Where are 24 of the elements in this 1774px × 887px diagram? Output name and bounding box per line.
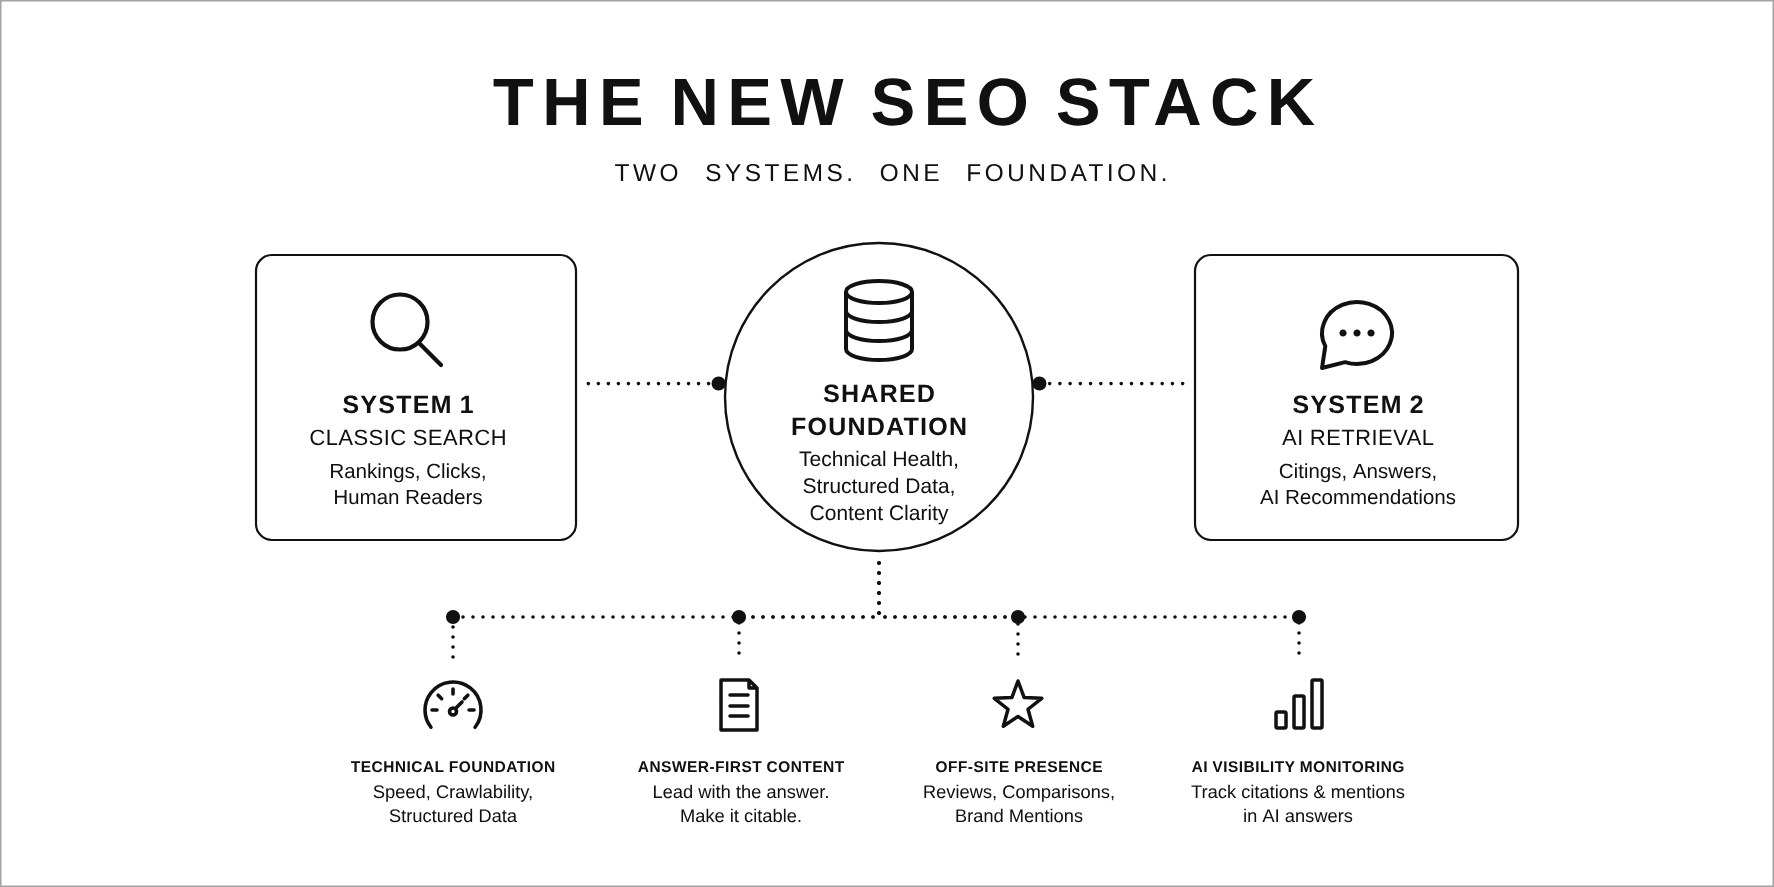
feature-text: Track citations & mentions in AI answers xyxy=(1191,784,1405,823)
title: THE NEW SEO STACK xyxy=(493,78,1315,126)
circle-text: Technical Health, Structured Data, Content Clarity xyxy=(799,450,958,525)
feature-heading: OFF-SITE PRESENCE xyxy=(936,761,1102,773)
system-card xyxy=(1193,253,1520,542)
card-subheading: AI RETRIEVAL xyxy=(1282,429,1434,445)
card-heading: SYSTEM 2 xyxy=(1293,395,1423,414)
connector-line xyxy=(877,561,1301,656)
card-text: Rankings, Clicks, Human Readers xyxy=(331,463,485,505)
card-heading: SYSTEM 1 xyxy=(343,395,473,414)
system-card xyxy=(254,253,578,542)
card-text: Citings, Answers, AI Recommendations xyxy=(1260,463,1456,505)
circle-heading: SHARED FOUNDATION xyxy=(792,384,966,436)
subtitle: TWO SYSTEMS. ONE FOUNDATION. xyxy=(615,163,1166,182)
feature-heading: AI VISIBILITY MONITORING xyxy=(1192,761,1404,773)
feature-text: Lead with the answer. Make it citable. xyxy=(654,784,828,823)
card-subheading: CLASSIC SEARCH xyxy=(310,429,505,446)
feature-heading: ANSWER-FIRST CONTENT xyxy=(638,761,845,773)
feature-text: Reviews, Comparisons, Brand Mentions xyxy=(924,784,1114,823)
feature-heading: TECHNICAL FOUNDATION xyxy=(351,761,555,773)
connector-line xyxy=(586,376,726,391)
feature-text: Speed, Crawlability, Structured Data xyxy=(373,784,532,823)
connector-line xyxy=(1032,376,1185,391)
foundation-circle xyxy=(723,241,1035,553)
